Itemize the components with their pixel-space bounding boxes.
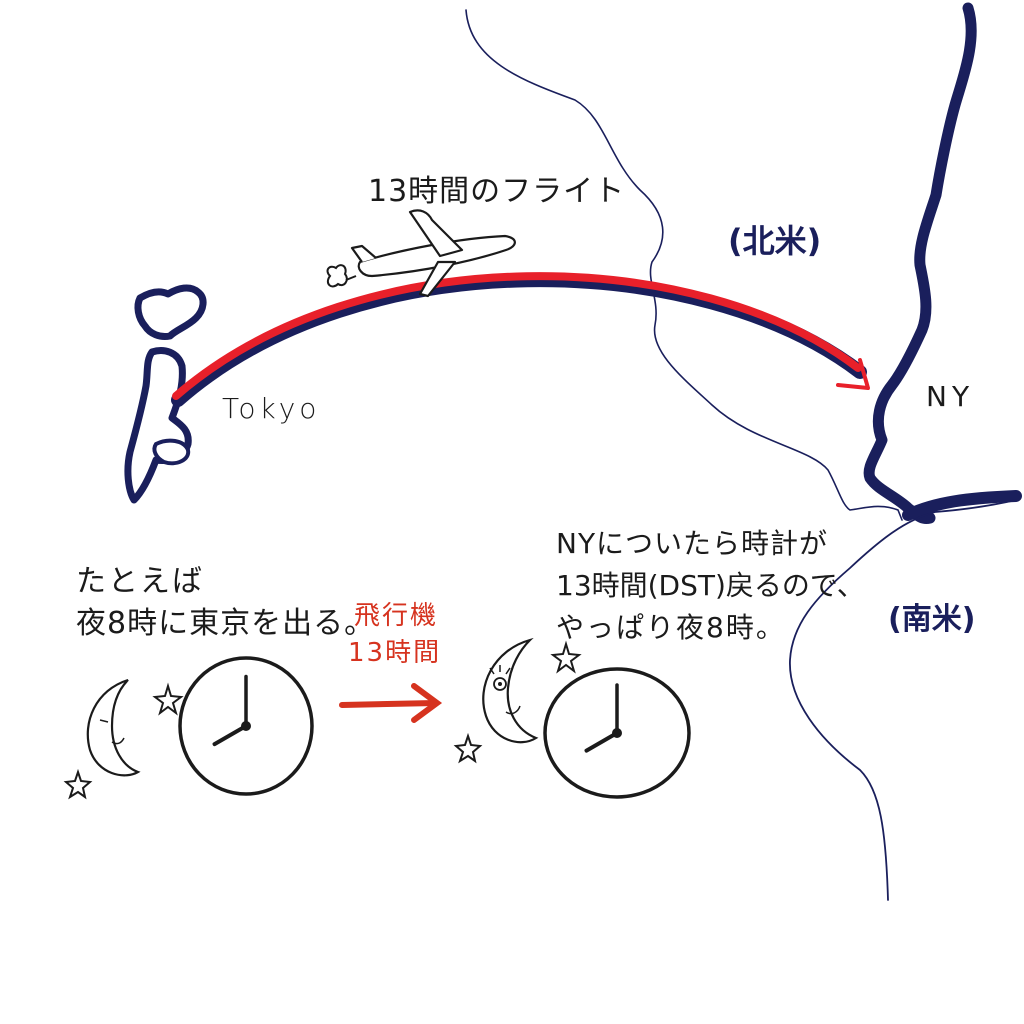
gulf-coast-marker — [902, 490, 1022, 521]
arrival-text-line-1: NYについたら時計が — [556, 527, 829, 560]
region-south-label: (南米) — [888, 602, 976, 637]
japan-hokkaido — [134, 284, 207, 340]
departure-text-line-1: たとえば — [76, 564, 204, 599]
flight-caption: 13時間のフライト — [368, 174, 626, 209]
north-america-west-coast — [465, 9, 903, 521]
star-icon — [63, 768, 93, 800]
flight-route-arrowhead — [836, 358, 870, 390]
star-icon — [550, 640, 582, 674]
origin-label: Tokyo — [222, 392, 321, 425]
flight-route — [172, 272, 862, 400]
transit-text-line-1: 飛行機 — [354, 601, 439, 631]
airplane-icon — [350, 209, 516, 298]
flight-route-shadow — [171, 273, 867, 407]
transit-text-line-2: 13時間 — [348, 638, 442, 668]
moon-sleeping-icon — [86, 678, 141, 777]
star-icon — [453, 732, 483, 764]
north-america-east-coast — [863, 2, 977, 524]
arrival-text-line-3: やっぱり夜8時。 — [556, 611, 786, 644]
clock-center-pin — [241, 721, 251, 731]
departure-text-line-2: 夜8時に東京を出る。 — [76, 606, 376, 641]
clock-face — [178, 656, 314, 796]
arrival-text-line-2: 13時間(DST)戻るので、 — [556, 569, 865, 602]
japan-honshu — [124, 347, 192, 504]
departure-clock — [178, 656, 314, 796]
region-north-label: (北米) — [728, 222, 822, 260]
clock-face — [543, 667, 691, 799]
clock-hour-hand — [584, 731, 619, 753]
japan-kyushu — [152, 438, 191, 466]
destination-label: NY — [926, 380, 975, 413]
south-america-coast — [789, 499, 1017, 901]
exhaust-puff-icon — [326, 264, 357, 288]
star-icon — [152, 682, 184, 716]
clock-hour-hand — [212, 724, 248, 747]
arrival-clock — [543, 667, 691, 799]
clock-center-pin — [612, 728, 622, 738]
transit-arrow — [339, 683, 443, 723]
moon-awake-icon — [482, 637, 539, 744]
